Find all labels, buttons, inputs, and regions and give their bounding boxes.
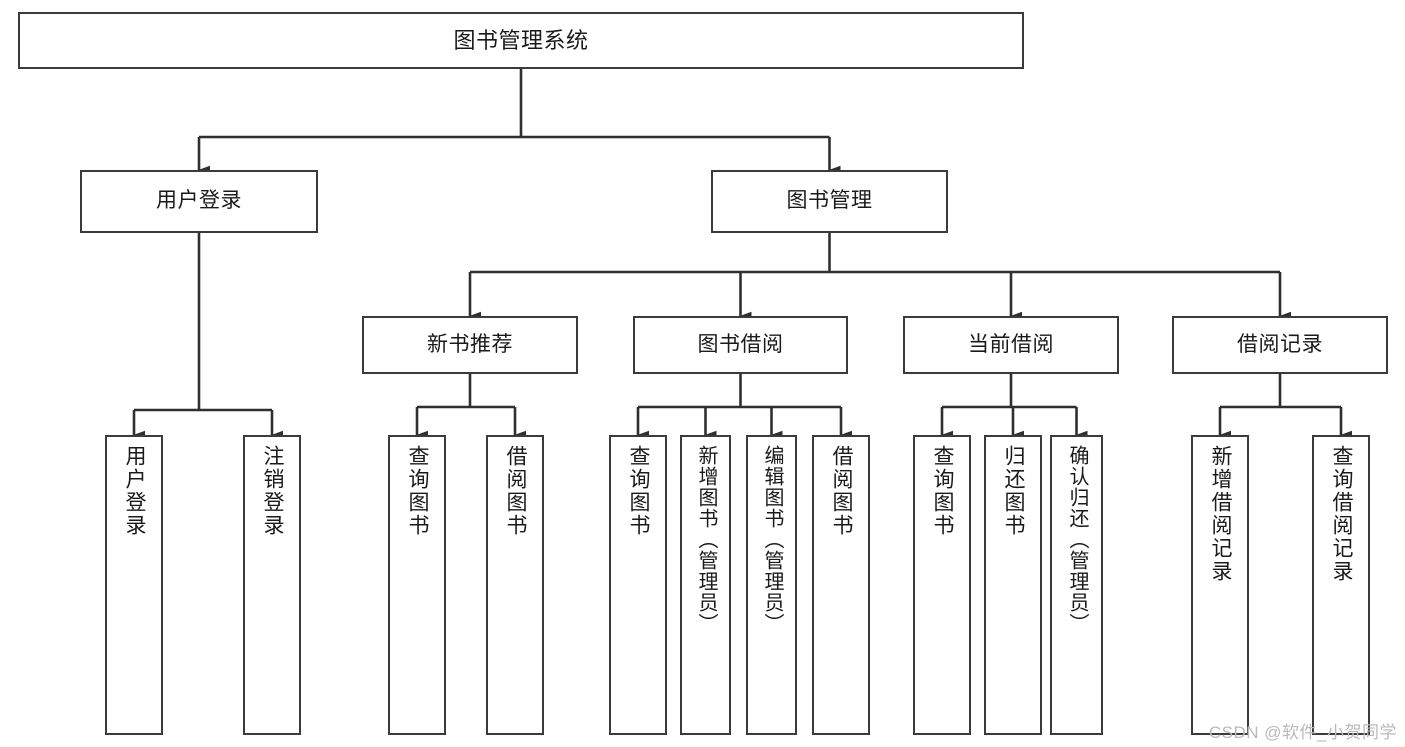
node-user-login-label: 用户登录 — [156, 189, 242, 213]
node-leaf-query-book-borrow-label: 查询图书 — [627, 445, 651, 537]
node-new-book-recommend[interactable]: 新书推荐 — [362, 316, 578, 374]
node-root[interactable]: 图书管理系统 — [18, 12, 1024, 69]
node-leaf-query-record-label: 查询借阅记录 — [1330, 445, 1354, 583]
node-leaf-confirm-return-label: 确认归还（管理员） — [1066, 445, 1088, 634]
node-leaf-return-book[interactable]: 归还图书 — [984, 435, 1042, 735]
node-leaf-query-record[interactable]: 查询借阅记录 — [1312, 435, 1370, 735]
node-leaf-edit-book-label: 编辑图书（管理员） — [761, 445, 783, 634]
node-leaf-borrow-book-label: 借阅图书 — [830, 445, 854, 537]
edge-lines — [132, 69, 1352, 440]
node-leaf-query-book-borrow[interactable]: 查询图书 — [609, 435, 667, 735]
node-leaf-borrow-book-recommend[interactable]: 借阅图书 — [486, 435, 544, 735]
node-current-borrow[interactable]: 当前借阅 — [903, 316, 1119, 374]
node-borrow-record-label: 借阅记录 — [1237, 332, 1323, 356]
watermark-label: CSDN @软件_小贺同学 — [1208, 723, 1397, 742]
node-new-book-recommend-label: 新书推荐 — [427, 332, 513, 356]
node-leaf-edit-book[interactable]: 编辑图书（管理员） — [746, 435, 797, 735]
node-book-manage[interactable]: 图书管理 — [711, 170, 948, 233]
node-leaf-query-book-recommend[interactable]: 查询图书 — [388, 435, 446, 735]
node-leaf-borrow-book[interactable]: 借阅图书 — [812, 435, 870, 735]
node-book-borrow[interactable]: 图书借阅 — [633, 316, 848, 374]
node-leaf-confirm-return[interactable]: 确认归还（管理员） — [1050, 435, 1103, 735]
node-leaf-logout[interactable]: 注销登录 — [243, 435, 301, 735]
node-borrow-record[interactable]: 借阅记录 — [1172, 316, 1388, 374]
node-book-borrow-label: 图书借阅 — [697, 332, 784, 356]
node-leaf-return-book-label: 归还图书 — [1002, 445, 1026, 537]
node-root-label: 图书管理系统 — [453, 27, 589, 53]
node-current-borrow-label: 当前借阅 — [968, 332, 1054, 356]
node-user-login[interactable]: 用户登录 — [80, 170, 318, 233]
node-book-manage-label: 图书管理 — [786, 189, 873, 213]
node-leaf-add-book-label: 新增图书（管理员） — [695, 445, 717, 634]
node-leaf-query-book-recommend-label: 查询图书 — [406, 445, 430, 537]
node-leaf-add-record-label: 新增借阅记录 — [1209, 445, 1233, 583]
node-leaf-logout-label: 注销登录 — [261, 445, 285, 537]
node-leaf-query-book-current[interactable]: 查询图书 — [913, 435, 971, 735]
node-leaf-borrow-book-recommend-label: 借阅图书 — [504, 445, 528, 537]
node-leaf-user-login-label: 用户登录 — [123, 445, 147, 537]
node-leaf-add-book[interactable]: 新增图书（管理员） — [680, 435, 731, 735]
node-leaf-user-login[interactable]: 用户登录 — [105, 435, 163, 735]
node-leaf-query-book-current-label: 查询图书 — [931, 445, 955, 537]
node-leaf-add-record[interactable]: 新增借阅记录 — [1191, 435, 1249, 735]
